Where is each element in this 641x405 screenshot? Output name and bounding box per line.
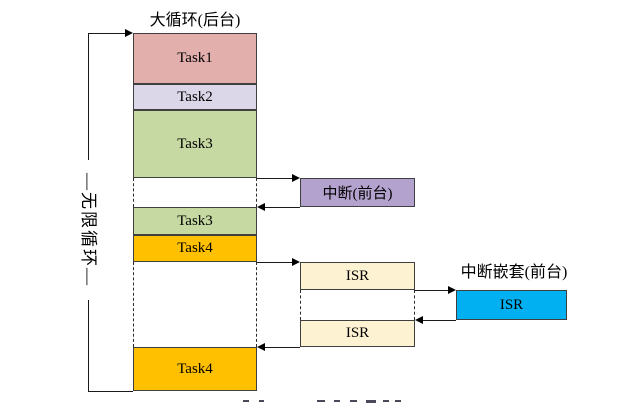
task2-label: Task2 [177, 88, 213, 105]
loop-arrowhead-icon [125, 29, 133, 37]
arrow-task3-to-interrupt-head-icon [292, 174, 300, 182]
arrow-isr-to-nested-head-icon [448, 286, 456, 294]
task4-label: Task4 [177, 240, 213, 256]
task3-label: Task3 [177, 135, 213, 152]
caption-fragment [350, 400, 357, 402]
interrupt-label: 中断(前台) [322, 186, 393, 202]
arrow-task3-to-interrupt-line [257, 178, 293, 179]
arrow-isr-return-head-icon [257, 343, 265, 351]
arrow-interrupt-return-line [264, 207, 300, 208]
caption-fragment [334, 400, 340, 402]
task3-resumed-box: Task3 [133, 207, 257, 235]
task1-box: Task1 [133, 33, 257, 84]
task3-resumed-label: Task3 [177, 212, 213, 229]
nested-isr-box: ISR [456, 290, 567, 320]
arrow-interrupt-return-head-icon [257, 203, 265, 211]
column-suspended-gap-2 [133, 262, 257, 347]
caption-fragment [243, 400, 249, 402]
isr-suspended-gap [300, 290, 415, 320]
background-loop-title: 大循环(后台) [149, 12, 241, 29]
isr2-box: ISR [300, 320, 415, 347]
caption-fragment [259, 400, 264, 402]
loop-vertical-line-lower [88, 300, 89, 391]
task2-box: Task2 [133, 84, 257, 110]
caption-fragment [317, 400, 325, 402]
caption-fragment [366, 400, 376, 403]
task4-resumed-label: Task4 [177, 360, 213, 377]
arrow-task4-to-isr-line [257, 262, 293, 263]
arrow-isr-to-nested-line [415, 290, 449, 291]
task3-box: Task3 [133, 110, 257, 178]
loop-top-line [88, 33, 126, 34]
arrow-task4-to-isr-head-icon [292, 258, 300, 266]
infinite-loop-label: —无限循环— [79, 173, 98, 287]
nested-interrupt-title: 中断嵌套(前台) [460, 264, 568, 281]
arrow-isr-return-line [264, 347, 300, 348]
isr1-box: ISR [300, 262, 415, 290]
column-suspended-gap-1 [133, 178, 257, 207]
loop-vertical-line-upper [88, 33, 89, 160]
task1-label: Task1 [177, 50, 213, 66]
isr1-label: ISR [345, 267, 370, 284]
task4-box: Task4 [133, 235, 257, 262]
caption-fragment [395, 400, 401, 402]
caption-fragment [383, 400, 389, 402]
interrupt-box: 中断(前台) [300, 178, 415, 207]
isr2-label: ISR [345, 325, 370, 341]
arrow-nested-return-head-icon [415, 316, 423, 324]
arrow-nested-return-line [422, 320, 456, 321]
loop-bottom-line [88, 391, 133, 392]
task4-resumed-box: Task4 [133, 347, 257, 391]
nested-isr-label: ISR [499, 296, 524, 313]
